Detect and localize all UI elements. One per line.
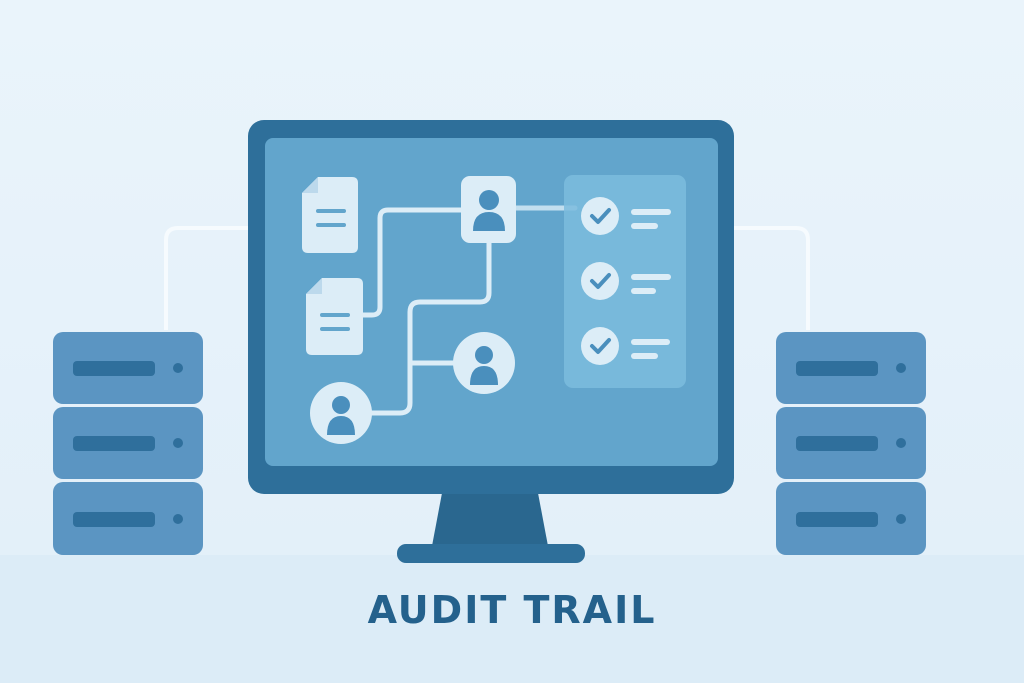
monitor-base	[397, 544, 585, 563]
user-icon	[461, 176, 516, 243]
page-title: AUDIT TRAIL	[367, 588, 657, 632]
document-icon	[306, 278, 363, 355]
left-connector	[164, 226, 250, 330]
monitor-neck	[432, 493, 548, 546]
server-icon	[53, 407, 203, 479]
right-server-stack	[776, 332, 926, 555]
checkmark-icon	[581, 262, 619, 300]
user-icon	[310, 382, 372, 444]
document-icon	[302, 177, 358, 253]
server-icon	[776, 482, 926, 555]
checkmark-icon	[581, 197, 619, 235]
floor	[0, 555, 1024, 683]
server-icon	[53, 482, 203, 555]
user-icon	[453, 332, 515, 394]
server-icon	[53, 332, 203, 404]
server-icon	[776, 332, 926, 404]
server-icon	[776, 407, 926, 479]
checklist-panel	[564, 175, 686, 388]
left-server-stack	[53, 332, 203, 555]
flow-lines	[360, 205, 578, 416]
checkmark-icon	[581, 327, 619, 365]
right-connector	[734, 226, 810, 330]
